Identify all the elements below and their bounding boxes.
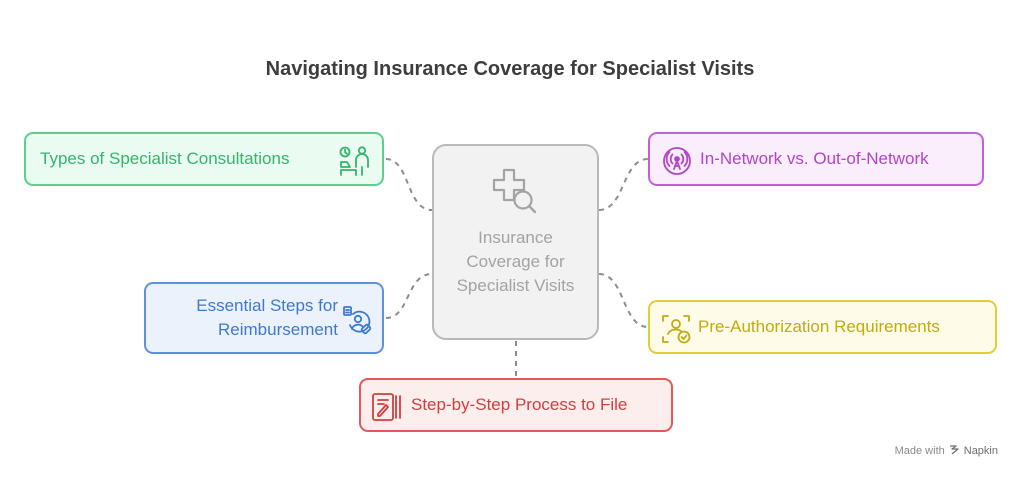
watermark-prefix: Made with: [894, 445, 945, 457]
watermark-brand: Napkin: [963, 445, 998, 457]
node-pre-authorization-requirements[interactable]: Pre-Authorization Requirements: [648, 300, 997, 354]
central-topic-label: Insurance Coverage for Specialist Visits: [456, 228, 575, 295]
diagram-title: Navigating Insurance Coverage for Specia…: [265, 58, 755, 80]
authorization-check-icon: [660, 313, 692, 345]
central-topic-box: Insurance Coverage for Specialist Visits: [432, 144, 599, 340]
file-form-icon: [371, 392, 403, 422]
node-label: Types of Specialist Consultations: [40, 149, 290, 168]
connector-mid-left: [385, 273, 433, 319]
node-label: Pre-Authorization Requirements: [698, 317, 940, 336]
node-essential-steps-for-reimbursement[interactable]: Essential Steps for Reimbursement: [144, 282, 384, 354]
node-label: In-Network vs. Out-of-Network: [700, 149, 929, 168]
medical-search-icon: [490, 168, 544, 221]
node-in-network-vs-out-of-network[interactable]: In-Network vs. Out-of-Network: [648, 132, 984, 186]
user-reimbursement-icon: [342, 305, 372, 335]
napkin-watermark: Made with Napkin: [895, 444, 998, 458]
node-label: Essential Steps for Reimbursement: [196, 296, 338, 339]
connector-top-left: [385, 158, 433, 211]
napkin-logo-icon: [949, 444, 960, 458]
node-types-of-specialist-consultations[interactable]: Types of Specialist Consultations: [24, 132, 384, 186]
node-step-by-step-process-to-file[interactable]: Step-by-Step Process to File: [359, 378, 673, 432]
connector-top-right: [598, 158, 649, 211]
doctor-patient-icon: [338, 145, 372, 177]
connector-mid-right: [598, 273, 649, 328]
node-label: Step-by-Step Process to File: [411, 395, 628, 414]
network-signal-icon: [662, 146, 692, 176]
